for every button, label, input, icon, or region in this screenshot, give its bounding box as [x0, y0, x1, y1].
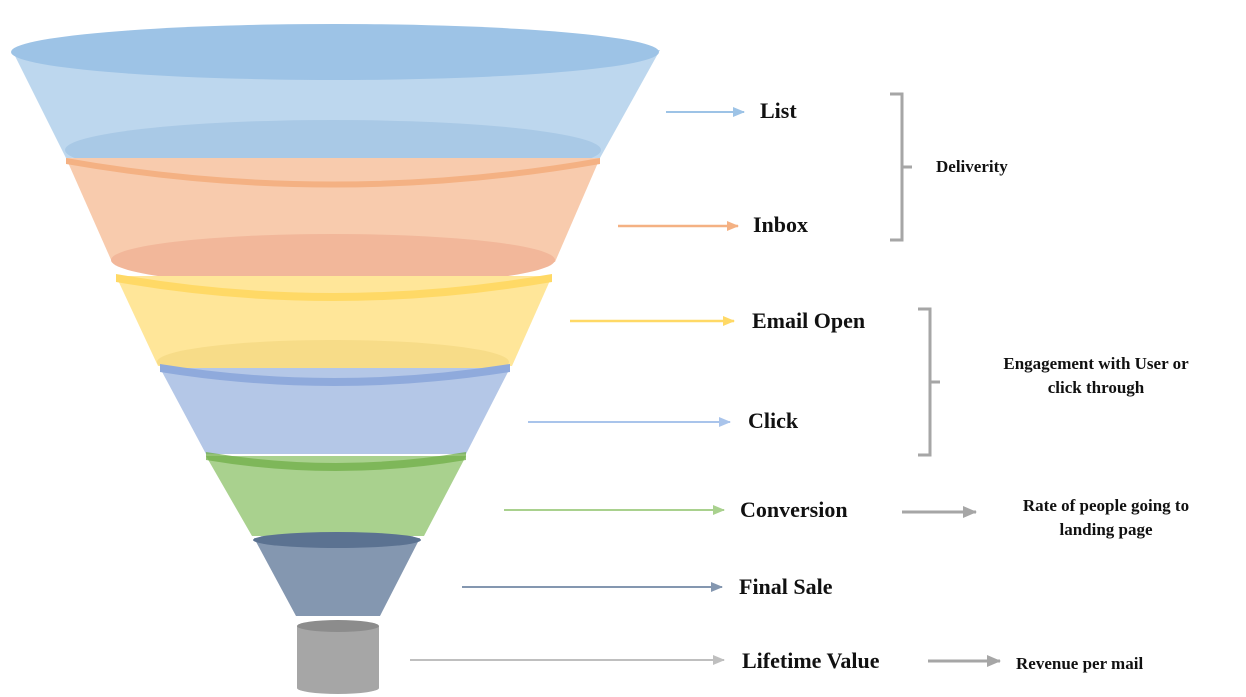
funnel-stage-email-open — [116, 274, 552, 384]
funnel-stage-click — [160, 364, 510, 454]
label-lifetime-value: Lifetime Value — [742, 648, 880, 673]
label-conversion: Conversion — [740, 497, 848, 522]
label-list: List — [760, 98, 797, 123]
label-email-open: Email Open — [752, 308, 866, 333]
group-label-engagement-line1: Engagement with User or — [1003, 354, 1189, 373]
funnel-stage-list — [11, 24, 660, 180]
label-final-sale: Final Sale — [739, 574, 833, 599]
note-conversion-line1: Rate of people going to — [1022, 496, 1190, 515]
bracket-deliverity — [890, 92, 912, 242]
funnel-stage-inbox — [66, 158, 600, 286]
funnel-stage-conversion — [206, 452, 466, 536]
note-lifetime: Revenue per mail — [1016, 654, 1144, 673]
group-label-engagement-line2: click through — [1047, 377, 1145, 397]
label-inbox: Inbox — [753, 212, 809, 237]
funnel-stage-lifetime-value — [297, 620, 379, 694]
group-label-deliverity: Deliverity — [936, 157, 1008, 176]
funnel-stage-final-sale — [253, 532, 421, 616]
bracket-engagement — [918, 307, 940, 457]
note-conversion-line2: landing page — [1059, 519, 1153, 539]
note-conversion: Rate of people going to landing page — [986, 494, 1226, 542]
group-label-engagement: Engagement with User or click through — [960, 352, 1232, 400]
label-click: Click — [748, 408, 799, 433]
